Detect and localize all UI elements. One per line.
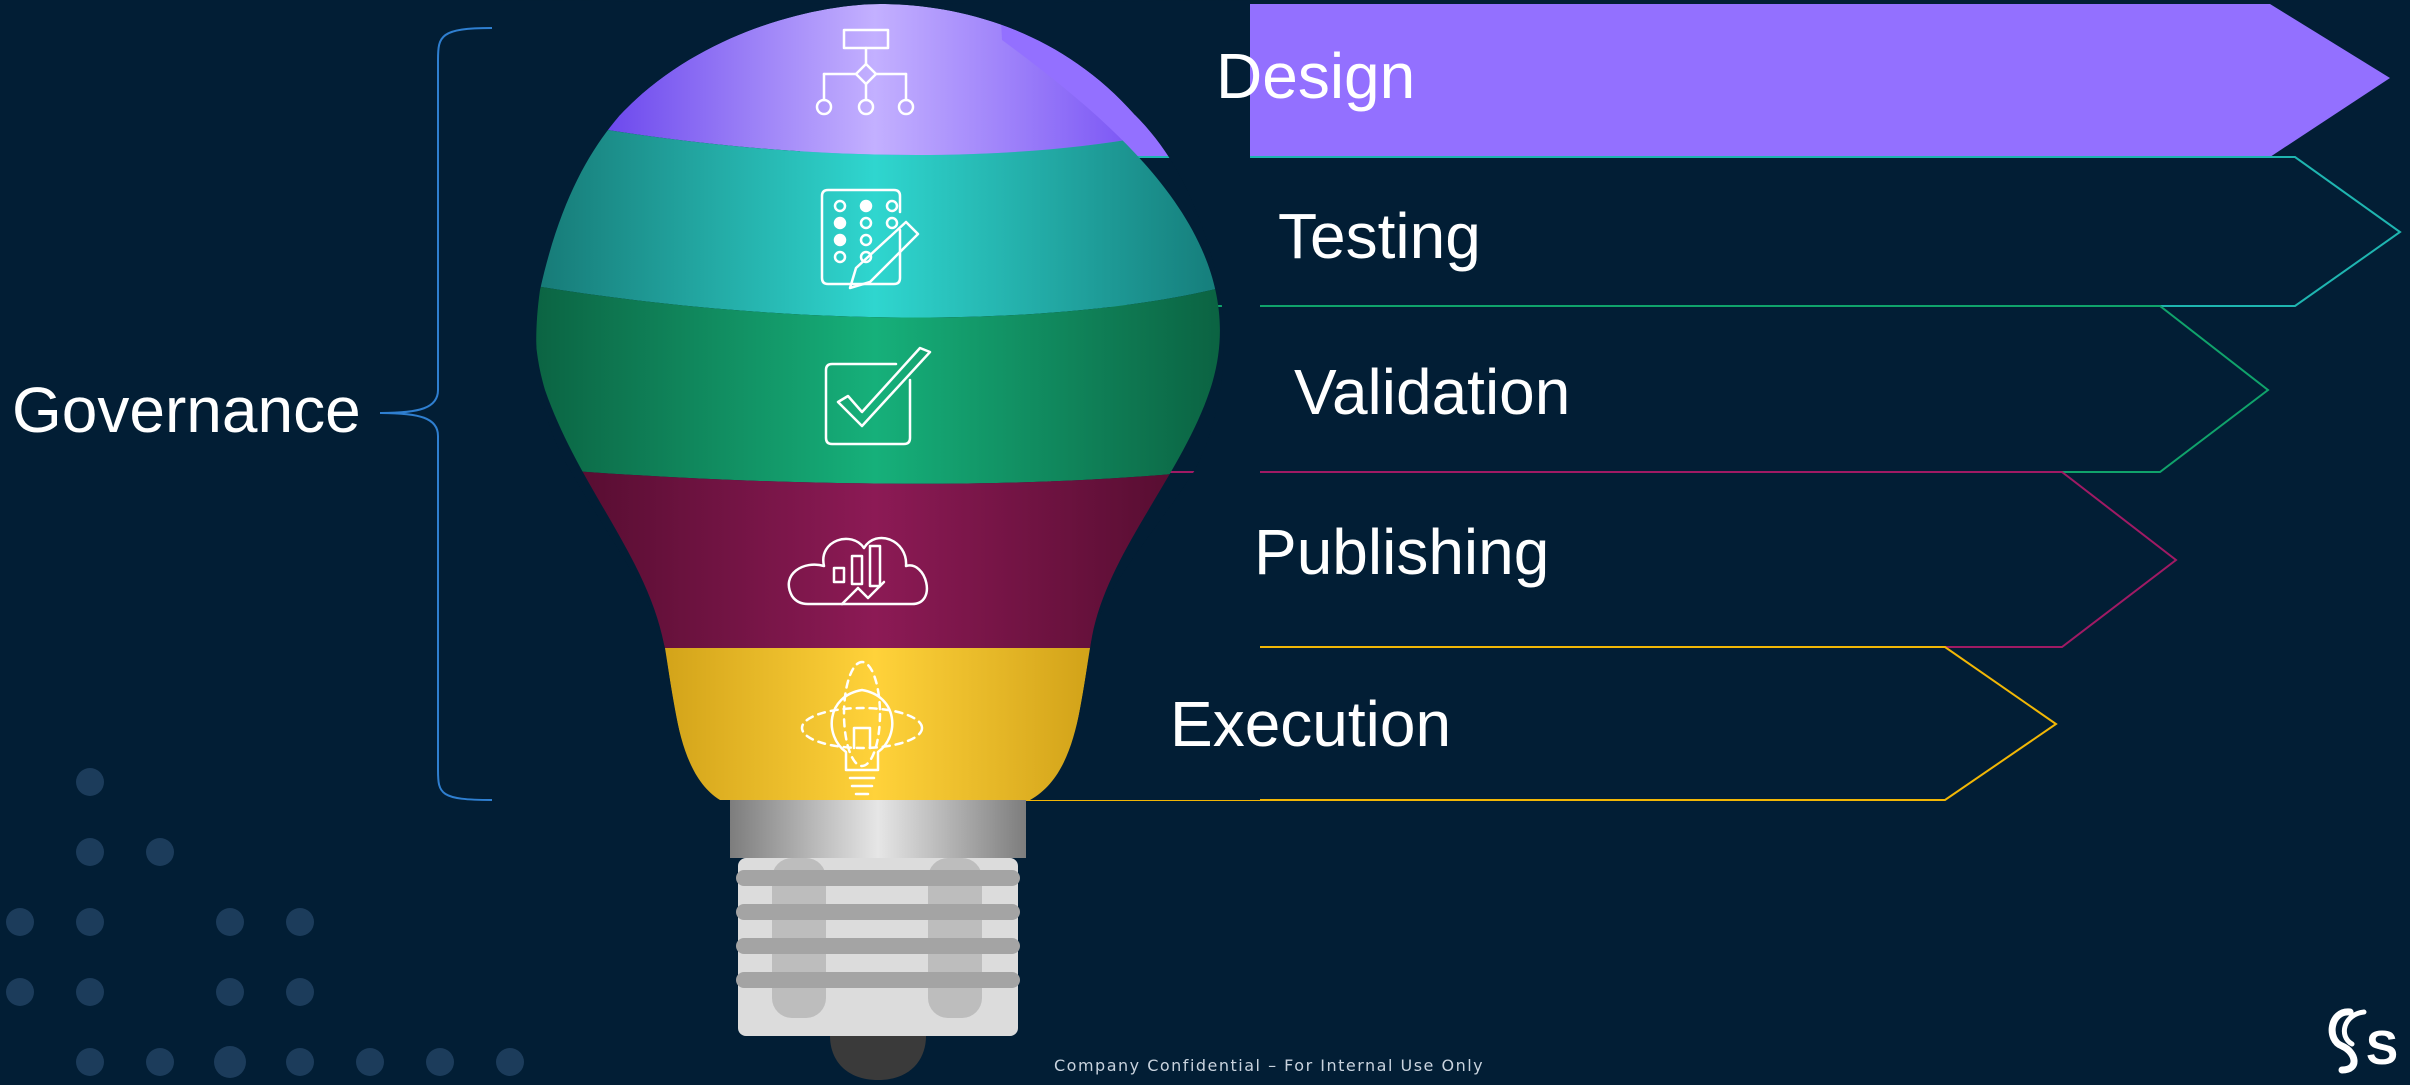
confidential-footer: Company Confidential – For Internal Use …: [1054, 1056, 1485, 1075]
band-publishing: [534, 465, 1220, 648]
hierarchy-icon: [815, 28, 915, 116]
decorative-dots: [6, 768, 524, 1078]
svg-text:S: S: [2366, 1022, 2398, 1075]
stage-label-design: Design: [1216, 40, 1416, 112]
governance-label: Governance: [12, 374, 361, 446]
band-testing: [534, 110, 1220, 318]
lightbulb-idea-icon: [800, 660, 924, 796]
cloud-analytics-icon: [787, 536, 929, 606]
sas-logo: S: [2328, 1008, 2398, 1075]
bulb-base: [730, 800, 1026, 1080]
band-validation: [534, 280, 1220, 484]
governance-bracket: [379, 27, 493, 801]
stage-label-validation: Validation: [1294, 356, 1571, 428]
checklist-pencil-icon: [820, 188, 920, 290]
stage-label-execution: Execution: [1170, 688, 1452, 760]
stage-label-testing: Testing: [1278, 200, 1481, 272]
arrow-validation: [1099, 305, 2270, 473]
checkbox-icon: [824, 346, 932, 446]
stage-label-publishing: Publishing: [1254, 516, 1550, 588]
